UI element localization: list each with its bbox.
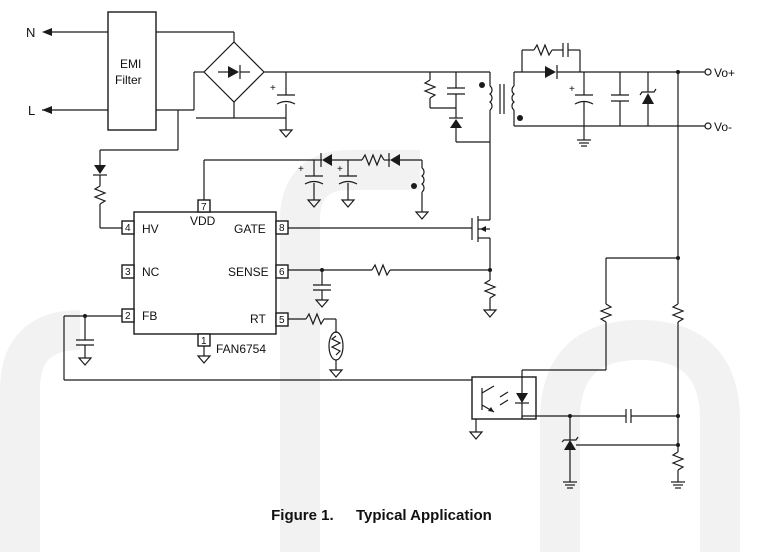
ground-icon bbox=[278, 129, 294, 138]
aux-winding-icon bbox=[421, 167, 425, 193]
terminal-n-label: N bbox=[26, 25, 35, 40]
resistor-icon bbox=[93, 185, 107, 205]
pin7-name: VDD bbox=[190, 214, 216, 228]
feedback-network bbox=[63, 314, 474, 381]
pin8-number: 8 bbox=[279, 223, 285, 234]
resistor-icon bbox=[533, 43, 553, 57]
pin2-number: 2 bbox=[125, 311, 131, 322]
led-icon bbox=[516, 393, 528, 403]
rcd-snubber bbox=[423, 71, 490, 143]
output-capacitors: + bbox=[514, 72, 705, 147]
diode-icon bbox=[322, 154, 332, 166]
resistor-icon bbox=[423, 79, 437, 99]
resistor-icon bbox=[671, 451, 685, 471]
pin1-number: 1 bbox=[201, 336, 207, 347]
pin1-ground bbox=[196, 346, 212, 364]
mosfet-switch bbox=[288, 216, 491, 270]
pin3-number: 3 bbox=[125, 267, 131, 278]
pin4-number: 4 bbox=[125, 223, 131, 234]
pin6-number: 6 bbox=[279, 267, 285, 278]
vout-neg-label: Vo- bbox=[714, 120, 732, 134]
resistor-icon bbox=[599, 303, 613, 323]
diode-icon bbox=[390, 154, 400, 166]
resistor-icon bbox=[483, 279, 497, 299]
vdd-cap2-polarity: + bbox=[337, 164, 343, 175]
arrow-icon bbox=[480, 226, 486, 232]
emi-filter-block: EMI Filter bbox=[107, 11, 235, 131]
bulk-cap-polarity: + bbox=[270, 83, 276, 94]
current-sense-network bbox=[288, 263, 498, 318]
vout-pos-label: Vo+ bbox=[714, 66, 735, 80]
arrow-left-icon bbox=[42, 106, 52, 114]
pin4-name: HV bbox=[142, 222, 159, 236]
figure-title: Typical Application bbox=[356, 507, 492, 524]
bulk-capacitor: + bbox=[270, 83, 296, 105]
pin5-number: 5 bbox=[279, 315, 285, 326]
dot-marker bbox=[411, 183, 417, 189]
emi-filter-label-line2: Filter bbox=[115, 73, 142, 87]
diode-icon bbox=[94, 165, 106, 174]
diode-icon bbox=[545, 66, 556, 78]
ic-part-number: FAN6754 bbox=[216, 342, 266, 356]
secondary-regulation bbox=[521, 70, 685, 489]
terminal-l-label: L bbox=[28, 103, 35, 118]
output-cap-polarity: + bbox=[569, 84, 575, 95]
ac-input-terminals: N L bbox=[26, 25, 108, 118]
vdd-cap1-polarity: + bbox=[298, 164, 304, 175]
figure-caption: Figure 1. Typical Application bbox=[0, 507, 763, 524]
pin3-name: NC bbox=[142, 265, 160, 279]
flyback-transformer bbox=[479, 72, 523, 220]
arrow-left-icon bbox=[42, 28, 52, 36]
dot-marker bbox=[479, 82, 485, 88]
diode-icon bbox=[450, 119, 462, 128]
rt-network bbox=[288, 312, 344, 378]
figure-number: Figure 1. bbox=[271, 507, 334, 524]
dot-marker bbox=[517, 115, 523, 121]
resistor-icon bbox=[361, 153, 385, 167]
resistor-icon bbox=[371, 263, 391, 277]
shunt-regulator-icon bbox=[564, 440, 576, 450]
resistor-icon bbox=[671, 303, 685, 323]
background-watermark bbox=[0, 150, 740, 552]
diode-icon bbox=[228, 66, 239, 78]
hv-startup-path bbox=[93, 110, 179, 229]
controller-ic: 4 HV 3 NC 2 FB 7 VDD 1 8 GATE 6 SENSE 5 … bbox=[121, 199, 289, 356]
zener-diode-icon bbox=[642, 93, 654, 104]
primary-winding-icon bbox=[489, 85, 493, 111]
vdd-supply-network: + + bbox=[203, 153, 430, 220]
output-terminals: Vo+ Vo- bbox=[704, 66, 735, 134]
secondary-rectifier bbox=[514, 43, 705, 79]
arrow-icon bbox=[488, 407, 494, 412]
pin8-name: GATE bbox=[234, 222, 266, 236]
pin5-name: RT bbox=[250, 312, 266, 326]
optocoupler bbox=[468, 376, 537, 440]
resistor-icon bbox=[305, 312, 325, 326]
secondary-winding-icon bbox=[511, 85, 515, 111]
emi-filter-label-line1: EMI bbox=[120, 57, 141, 71]
bridge-rectifier bbox=[196, 41, 430, 130]
pin2-name: FB bbox=[142, 309, 157, 323]
pin7-number: 7 bbox=[201, 202, 207, 213]
pin6-name: SENSE bbox=[228, 265, 269, 279]
